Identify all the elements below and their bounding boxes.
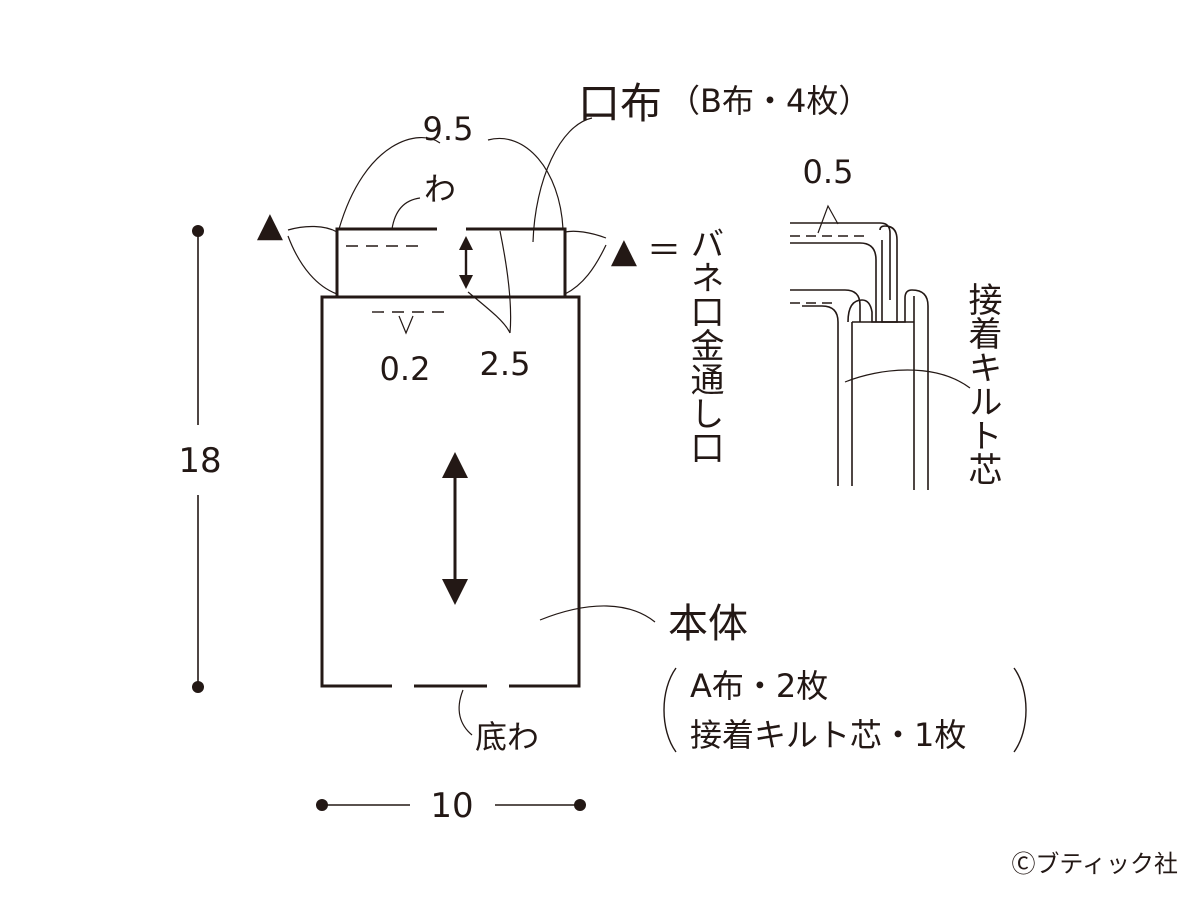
height-leader-right [499, 230, 512, 334]
triangle-left: ▲ [257, 205, 284, 245]
width-arc-right [487, 137, 564, 230]
body-leader [539, 605, 656, 623]
body-detail-line2: 接着キルト芯・1枚 [690, 716, 966, 754]
mouth-height-label: 2.5 [480, 345, 531, 383]
copyright: Ⓒブティック社 [1011, 850, 1178, 878]
stitch-leader [398, 315, 414, 335]
mouth-title: 口布 [578, 79, 662, 128]
height-dimension: 18 [178, 225, 222, 693]
seam-leader [817, 204, 839, 234]
interfacing-label: 接着キルト芯 [962, 282, 1002, 486]
body-detail-line1: A布・2枚 [690, 667, 828, 705]
mouth-width-label: 9.5 [423, 110, 474, 148]
seam-allowance-label: 0.5 [803, 153, 854, 191]
body-outline [320, 295, 581, 688]
triangle-right-leader-bottom [564, 244, 607, 295]
cross-section: 0.5 接着キルト芯 [790, 153, 1002, 490]
height-leader-left [467, 291, 511, 334]
body-detail-close-paren [1013, 667, 1027, 753]
stitch-label: 0.2 [380, 350, 431, 388]
mouth-title-leader [532, 117, 593, 243]
grain-arrow [442, 452, 468, 605]
legend-text: バネ口金通し口 [684, 226, 724, 464]
mouth-outline [335, 227, 567, 297]
mouth-detail: （B布・4枚） [668, 82, 870, 120]
triangle-right: ▲ [611, 231, 638, 271]
triangle-left-leader-bottom [287, 235, 338, 295]
body-title: 本体 [668, 601, 748, 647]
interfacing-leader [844, 369, 971, 389]
bottom-fold-leader [458, 689, 473, 736]
triangle-right-leader-top [564, 230, 607, 239]
mouth-grain-arrow [459, 236, 473, 289]
fold-leader [391, 197, 421, 230]
legend-equals: ＝ [647, 231, 681, 271]
triangle-left-leader-top [287, 225, 338, 233]
width-arc-left [338, 136, 441, 230]
width-label: 10 [430, 786, 473, 826]
body-detail-open-paren [663, 667, 677, 753]
height-label: 18 [178, 441, 221, 481]
fold-label: わ [424, 170, 456, 208]
mouth-piece: 9.5 わ 口布 （B布・4枚） 0.2 2.5 ▲ ▲ [257, 79, 870, 388]
bottom-fold-label: 底わ [475, 718, 539, 756]
body-piece: 本体 A布・2枚 接着キルト芯・1枚 底わ [320, 295, 1027, 756]
width-dimension: 10 [316, 786, 586, 826]
